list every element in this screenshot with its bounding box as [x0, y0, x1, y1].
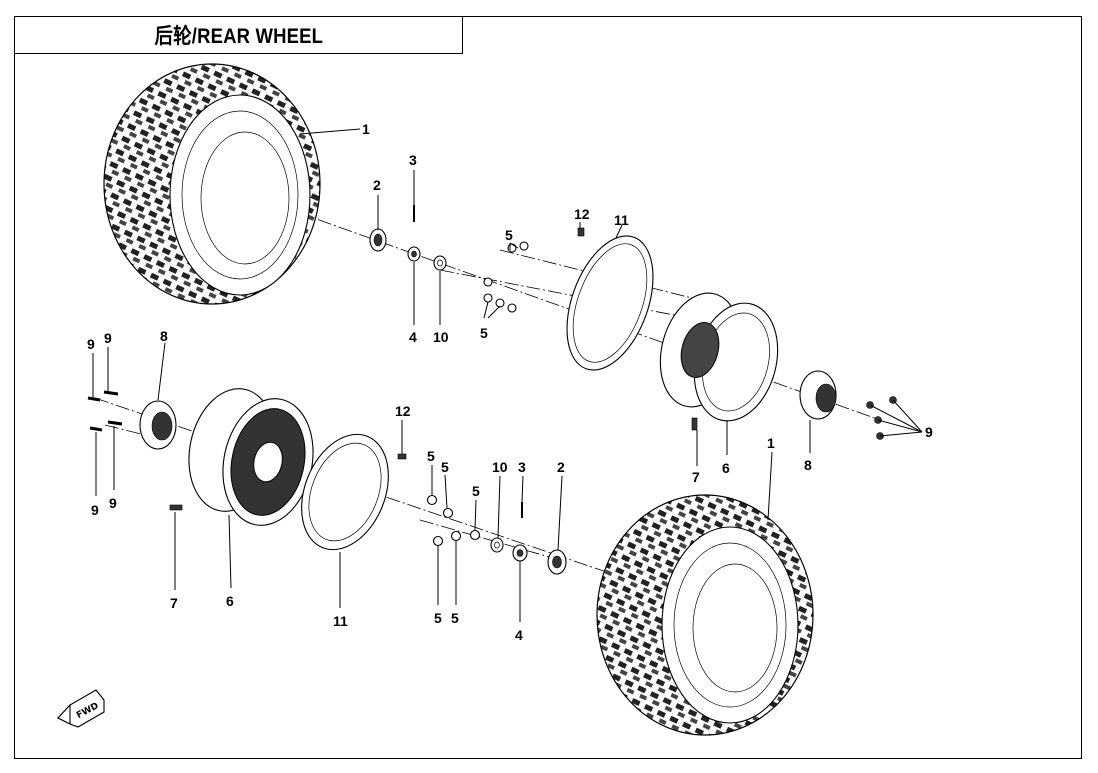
nuts-upper	[483, 241, 529, 313]
callout-beadlock-ring-upper: 11	[614, 212, 629, 228]
callout-nuts-upper-a: 5	[505, 227, 513, 243]
bearing-upper	[407, 246, 421, 262]
drawing-frame	[14, 16, 1082, 759]
beadlock-ring-lower	[301, 433, 389, 551]
rim-bolt-upper	[691, 417, 698, 431]
callout-valve-cap-lower: 2	[557, 459, 565, 475]
callout-nut-lower-a: 5	[427, 448, 435, 464]
beadlock-ring-upper	[566, 235, 654, 371]
valve-cap-upper	[369, 228, 387, 252]
tire-lower	[596, 494, 814, 736]
bolt-upper	[577, 227, 585, 237]
rim-upper	[659, 292, 779, 422]
rim-bolt-lower	[169, 504, 183, 511]
title-box: 后轮/REAR WHEEL	[14, 16, 463, 54]
callout-bolt-upper: 12	[574, 206, 590, 222]
callout-hub-upper: 8	[804, 457, 812, 473]
callout-bearing-lower: 4	[515, 627, 523, 643]
callout-bolt-lower: 12	[395, 403, 411, 419]
callout-rim-bolt-lower: 7	[170, 595, 178, 611]
callout-nut-lower-e: 5	[451, 610, 459, 626]
valve-cap-lower	[547, 549, 567, 575]
bearing-lower	[512, 544, 528, 562]
callout-bearing-upper: 4	[409, 329, 417, 345]
tire-upper	[103, 63, 321, 305]
bolt-lower	[397, 453, 407, 460]
nuts-lower	[426, 494, 481, 547]
page-title: 后轮/REAR WHEEL	[154, 25, 323, 48]
hub-upper	[799, 370, 837, 420]
callout-stud-upper: 3	[409, 152, 417, 168]
hub-lower	[139, 400, 177, 450]
callout-labels: 1 2 3 4 10 5 5 12 11 7 6 8 9 9 9 9 9 8 1…	[87, 121, 933, 643]
callout-bolt-left-a: 9	[87, 336, 95, 352]
hub-bolts-upper	[866, 396, 897, 440]
callout-tire-lower: 1	[767, 435, 775, 451]
callout-rim-bolt-upper: 7	[692, 469, 700, 485]
callout-nut-lower-b: 5	[441, 459, 449, 475]
callout-nuts-upper-b: 5	[480, 325, 488, 341]
washer-upper	[433, 255, 447, 271]
callout-rim-upper: 6	[722, 460, 730, 476]
callout-bolt-left-b: 9	[104, 330, 112, 346]
callout-washer-lower: 10	[492, 459, 508, 475]
callout-tire-upper: 1	[362, 121, 370, 137]
washer-lower	[490, 537, 504, 553]
callout-bolt-left-d: 9	[109, 495, 117, 511]
callout-nut-lower-c: 5	[472, 483, 480, 499]
bolts-left	[87, 390, 123, 432]
callout-washer-upper: 10	[433, 329, 449, 345]
callout-valve-cap-upper: 2	[373, 177, 381, 193]
callout-hub-bolts-upper: 9	[925, 424, 933, 440]
callout-beadlock-ring-lower: 11	[333, 613, 348, 629]
callout-stud-lower: 3	[518, 459, 526, 475]
rim-lower	[188, 388, 314, 526]
callout-hub-lower: 8	[160, 328, 168, 344]
callout-nut-lower-d: 5	[434, 610, 442, 626]
callout-rim-lower: 6	[226, 593, 234, 609]
callout-bolt-left-c: 9	[91, 502, 99, 518]
leader-lines	[92, 128, 923, 622]
fwd-arrow-icon: FWD	[57, 689, 105, 728]
